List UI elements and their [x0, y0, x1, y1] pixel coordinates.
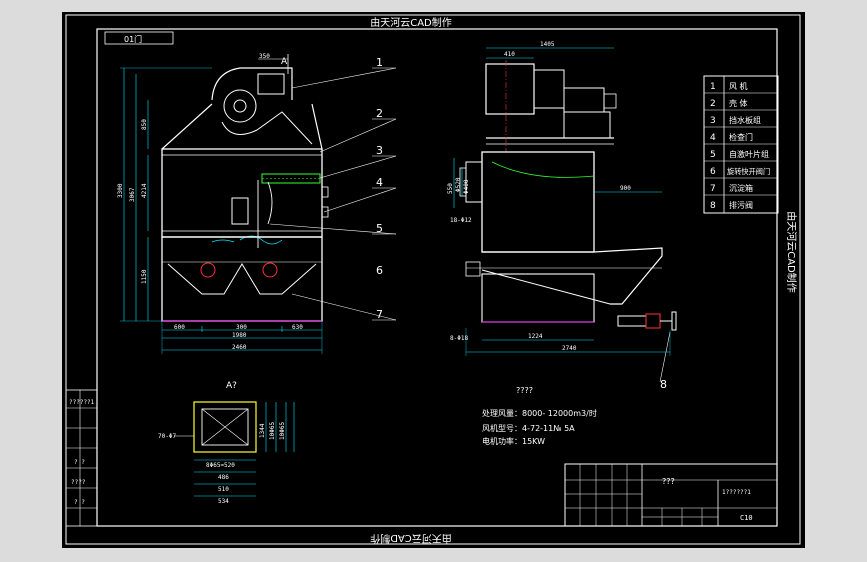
part-name: 风 机: [729, 81, 748, 91]
part-name: 自激叶片组: [729, 149, 769, 159]
callout-number: 4: [376, 176, 383, 189]
parts-table-rows: 1 风 机 2 壳 体 3 挡水板组 4 检查门 5 自激叶片组 6 旋转快开阀…: [710, 81, 770, 211]
spec-line: 风机型号：4-72-11№ 5A: [482, 423, 575, 433]
dim-text: 2740: [562, 345, 577, 352]
dim-text: 630: [292, 324, 303, 331]
dim-text: 1980: [232, 332, 247, 339]
dim-text: Φ520: [455, 177, 462, 192]
dim-text: 300: [236, 324, 247, 331]
callout-number: 3: [376, 144, 383, 157]
left-strip-cell: ? ?: [74, 459, 85, 466]
spec-line: 电机功率：15KW: [482, 436, 545, 446]
callout-number: 1: [376, 56, 383, 69]
left-strip-cell: ????: [71, 479, 86, 486]
title-top: 由天河云CAD制作: [370, 16, 452, 29]
title-side: 由天河云CAD制作: [785, 211, 798, 293]
dim-text: 8Φ65=520: [206, 462, 235, 469]
dim-text: 10Φ65: [279, 422, 286, 440]
part-no: 6: [710, 167, 716, 177]
title-block: [564, 463, 778, 527]
dim-text: 2460: [232, 344, 247, 351]
part-no: 3: [710, 116, 716, 126]
dim-text: Φ400: [463, 179, 470, 194]
dim-text: 4214: [141, 183, 148, 198]
part-no: 4: [710, 133, 716, 143]
callout-number: 8: [660, 378, 667, 391]
cad-viewport[interactable]: 由天河云CAD制作 由天河云CAD制作 由天河云CAD制作 01门 ??????…: [62, 12, 805, 548]
part-no: 8: [710, 201, 716, 211]
side-view: [453, 47, 677, 383]
dim-text: 3067: [129, 187, 136, 202]
box-tag: 01门: [124, 34, 142, 44]
callout-number: 6: [376, 264, 383, 277]
parts-table: [703, 75, 779, 214]
box-tag-frame: [104, 31, 174, 45]
titleblock-code: 1??????1: [722, 489, 751, 496]
dim-text: 8-Φ18: [450, 335, 468, 342]
part-name: 排污阀: [729, 200, 753, 210]
detail-view-a: [174, 401, 295, 497]
front-view: [120, 54, 397, 354]
dim-text: 1224: [528, 333, 543, 340]
part-name: 沉淀箱: [729, 183, 753, 193]
left-strip-cell: ? ?: [74, 499, 85, 506]
dim-text: 600: [174, 324, 185, 331]
cad-drawing: 由天河云CAD制作 由天河云CAD制作 由天河云CAD制作 01门 ??????…: [65, 14, 801, 545]
dim-text: 550: [447, 183, 454, 194]
part-no: 5: [710, 150, 716, 160]
dim-text: 1344: [259, 423, 266, 438]
title-bottom: 由天河云CAD制作: [370, 532, 452, 545]
dim-text: 486: [218, 474, 229, 481]
callout-number: 5: [376, 222, 383, 235]
callout-number: 2: [376, 107, 383, 120]
part-no: 7: [710, 184, 716, 194]
part-name: 壳 体: [729, 98, 748, 108]
dim-text: 70-Φ7: [158, 433, 176, 440]
dim-text: 510: [218, 486, 229, 493]
dim-text: 3300: [117, 183, 124, 198]
dim-text: 10Φ65: [269, 422, 276, 440]
callout-number: 7: [376, 308, 383, 321]
left-strip: ??????1 ? ? ???? ? ?: [65, 389, 98, 527]
outer-frame: [65, 14, 801, 545]
left-strip-cell: ??????1: [69, 399, 95, 406]
inner-frame: [96, 28, 778, 527]
part-name: 挡水板组: [729, 115, 761, 125]
part-name: 旋转快开阀门: [727, 167, 770, 176]
dim-text: 900: [620, 185, 631, 192]
dim-text: 410: [504, 51, 515, 58]
dim-text: 350: [259, 53, 270, 60]
view-label-a-detail: A?: [226, 381, 237, 391]
part-no: 1: [710, 82, 716, 92]
view-label-a: A: [281, 57, 288, 67]
dim-text: 1150: [141, 269, 148, 284]
dim-text: 850: [141, 119, 148, 130]
titleblock-scale: C10: [740, 514, 753, 522]
dim-text: 1405: [540, 41, 555, 48]
spec-line: 处理风量：8000- 12000m3/时: [482, 408, 597, 418]
dim-text: 534: [218, 498, 229, 505]
part-name: 检查门: [729, 132, 753, 142]
dim-text: 18-Φ12: [450, 217, 472, 224]
titleblock-name: ???: [662, 477, 675, 486]
unknown-label: ????: [516, 386, 533, 395]
part-no: 2: [710, 99, 716, 109]
